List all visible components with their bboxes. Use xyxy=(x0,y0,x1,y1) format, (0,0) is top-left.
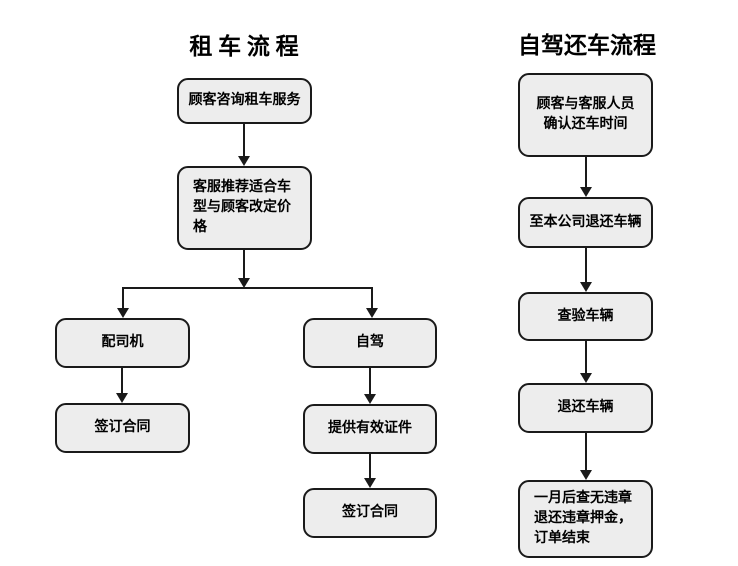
node-inspect-vehicle: 查验车辆 xyxy=(518,292,653,341)
arrowhead-icon xyxy=(580,187,592,197)
arrow-down-icon xyxy=(364,454,376,488)
arrow-stem xyxy=(585,157,587,189)
arrow-down-icon xyxy=(238,124,250,166)
arrowhead-icon xyxy=(238,278,250,288)
arrowhead-icon xyxy=(117,308,129,318)
arrow-stem xyxy=(585,341,587,375)
arrowhead-icon xyxy=(580,470,592,480)
arrow-stem xyxy=(585,433,587,472)
arrow-stem xyxy=(243,250,245,280)
node-confirm-return-time: 顾客与客服人员确认还车时间 xyxy=(518,73,653,157)
node-return-vehicle: 退还车辆 xyxy=(518,383,653,433)
arrow-down-icon xyxy=(238,250,250,288)
node-deposit-refund-order-end: 一月后查无违章退还违章押金，订单结束 xyxy=(518,480,653,558)
node-sign-contract-driver: 签订合同 xyxy=(55,403,190,453)
arrow-down-icon xyxy=(580,248,592,292)
arrow-stem xyxy=(122,289,124,310)
arrow-down-icon xyxy=(364,368,376,404)
arrow-stem xyxy=(585,248,587,284)
rental-flow-title: 租 车 流 程 xyxy=(189,34,299,59)
arrow-stem xyxy=(121,368,123,395)
arrow-down-icon xyxy=(116,368,128,403)
arrow-down-icon xyxy=(117,289,129,318)
arrow-down-icon xyxy=(580,433,592,480)
arrow-stem xyxy=(371,289,373,310)
return-flow-title: 自驾还车流程 xyxy=(518,33,656,58)
arrowhead-icon xyxy=(238,156,250,166)
node-customer-inquiry: 顾客咨询租车服务 xyxy=(177,78,312,124)
arrow-down-icon xyxy=(366,289,378,318)
node-recommend-model-price: 客服推荐适合车型与顾客改定价格 xyxy=(177,166,312,250)
arrowhead-icon xyxy=(364,478,376,488)
arrow-down-icon xyxy=(580,341,592,383)
arrow-stem xyxy=(369,454,371,480)
arrowhead-icon xyxy=(116,393,128,403)
branch-connector-line xyxy=(122,287,373,289)
arrowhead-icon xyxy=(580,373,592,383)
arrow-stem xyxy=(243,124,245,158)
arrowhead-icon xyxy=(366,308,378,318)
node-provide-valid-documents: 提供有效证件 xyxy=(303,404,437,454)
node-with-driver: 配司机 xyxy=(55,318,190,368)
node-sign-contract-self-drive: 签订合同 xyxy=(303,488,437,538)
arrow-stem xyxy=(369,368,371,396)
arrowhead-icon xyxy=(580,282,592,292)
arrow-down-icon xyxy=(580,157,592,197)
node-self-drive: 自驾 xyxy=(303,318,437,368)
node-return-to-company: 至本公司退还车辆 xyxy=(518,197,653,248)
arrowhead-icon xyxy=(364,394,376,404)
